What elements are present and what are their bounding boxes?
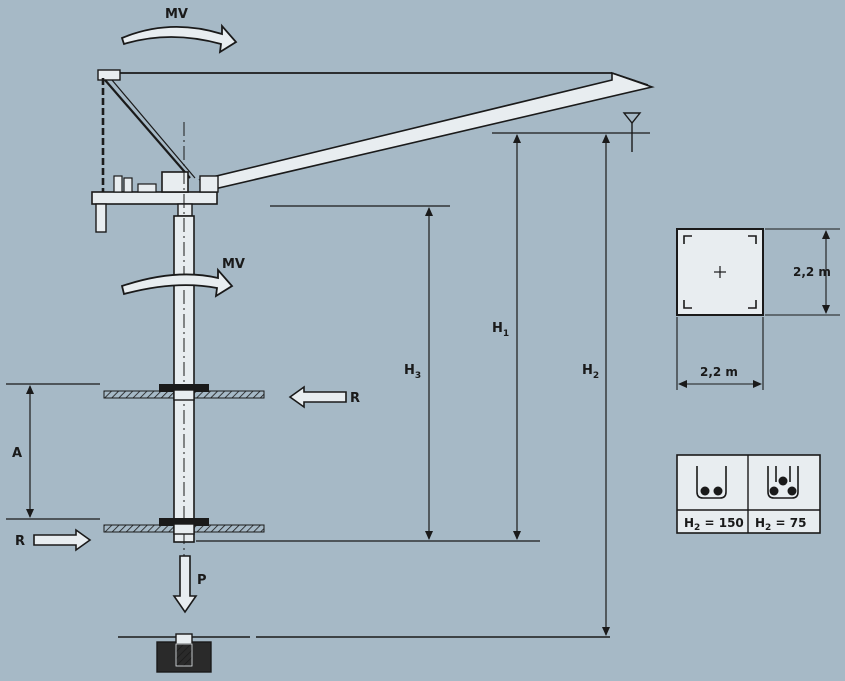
p-label: P [197, 573, 207, 588]
dimension-h1: H1 [492, 132, 650, 540]
reeving-cell-2: H2 = 75 [755, 516, 806, 533]
crane-mast [173, 122, 195, 600]
h3-label: H3 [404, 363, 421, 381]
curved-arrow-icon [120, 23, 238, 54]
dimension-h2: H2 [582, 134, 610, 636]
arrow-right-icon [33, 528, 92, 552]
four-fall-reeving-icon [767, 466, 799, 499]
reaction-arrow-lower: R [15, 528, 92, 552]
a-label: A [12, 446, 22, 461]
mv-label-top: MV [165, 7, 188, 22]
dimension-a: A [6, 383, 100, 520]
level-triangle-icon [622, 112, 642, 125]
dimension-h3: H3 [196, 205, 540, 542]
arrow-down-icon [172, 555, 198, 614]
curved-arrow-icon [120, 267, 234, 298]
two-fall-reeving-icon [696, 466, 727, 499]
slewing-moment-arrow-mast: MV [120, 257, 245, 298]
machinery-platform [91, 171, 219, 233]
r-label-lower: R [15, 534, 25, 549]
hook-height-marker [622, 112, 642, 152]
crane-jib [118, 71, 655, 191]
r-label-upper: R [350, 391, 360, 406]
slewing-moment-arrow-top: MV [120, 7, 238, 54]
section-width-label: 2,2 m [700, 365, 738, 379]
arrow-left-icon [288, 385, 347, 409]
load-arrow: P [172, 555, 207, 614]
lower-slab [103, 518, 265, 535]
reeving-cell-1: H2 = 150 [684, 516, 744, 533]
upper-slab [103, 384, 265, 401]
mast-cross-section: 2,2 m 2,2 m [676, 228, 840, 390]
mv-label-mast: MV [222, 257, 245, 272]
foundation [118, 633, 610, 673]
reaction-arrow-upper: R [288, 385, 360, 409]
reeving-table: H2 = 150 H2 = 75 [676, 454, 821, 534]
h2-label: H2 [582, 363, 599, 381]
h1-label: H1 [492, 321, 509, 339]
tower-head [97, 69, 196, 200]
section-height-label: 2,2 m [793, 265, 831, 279]
